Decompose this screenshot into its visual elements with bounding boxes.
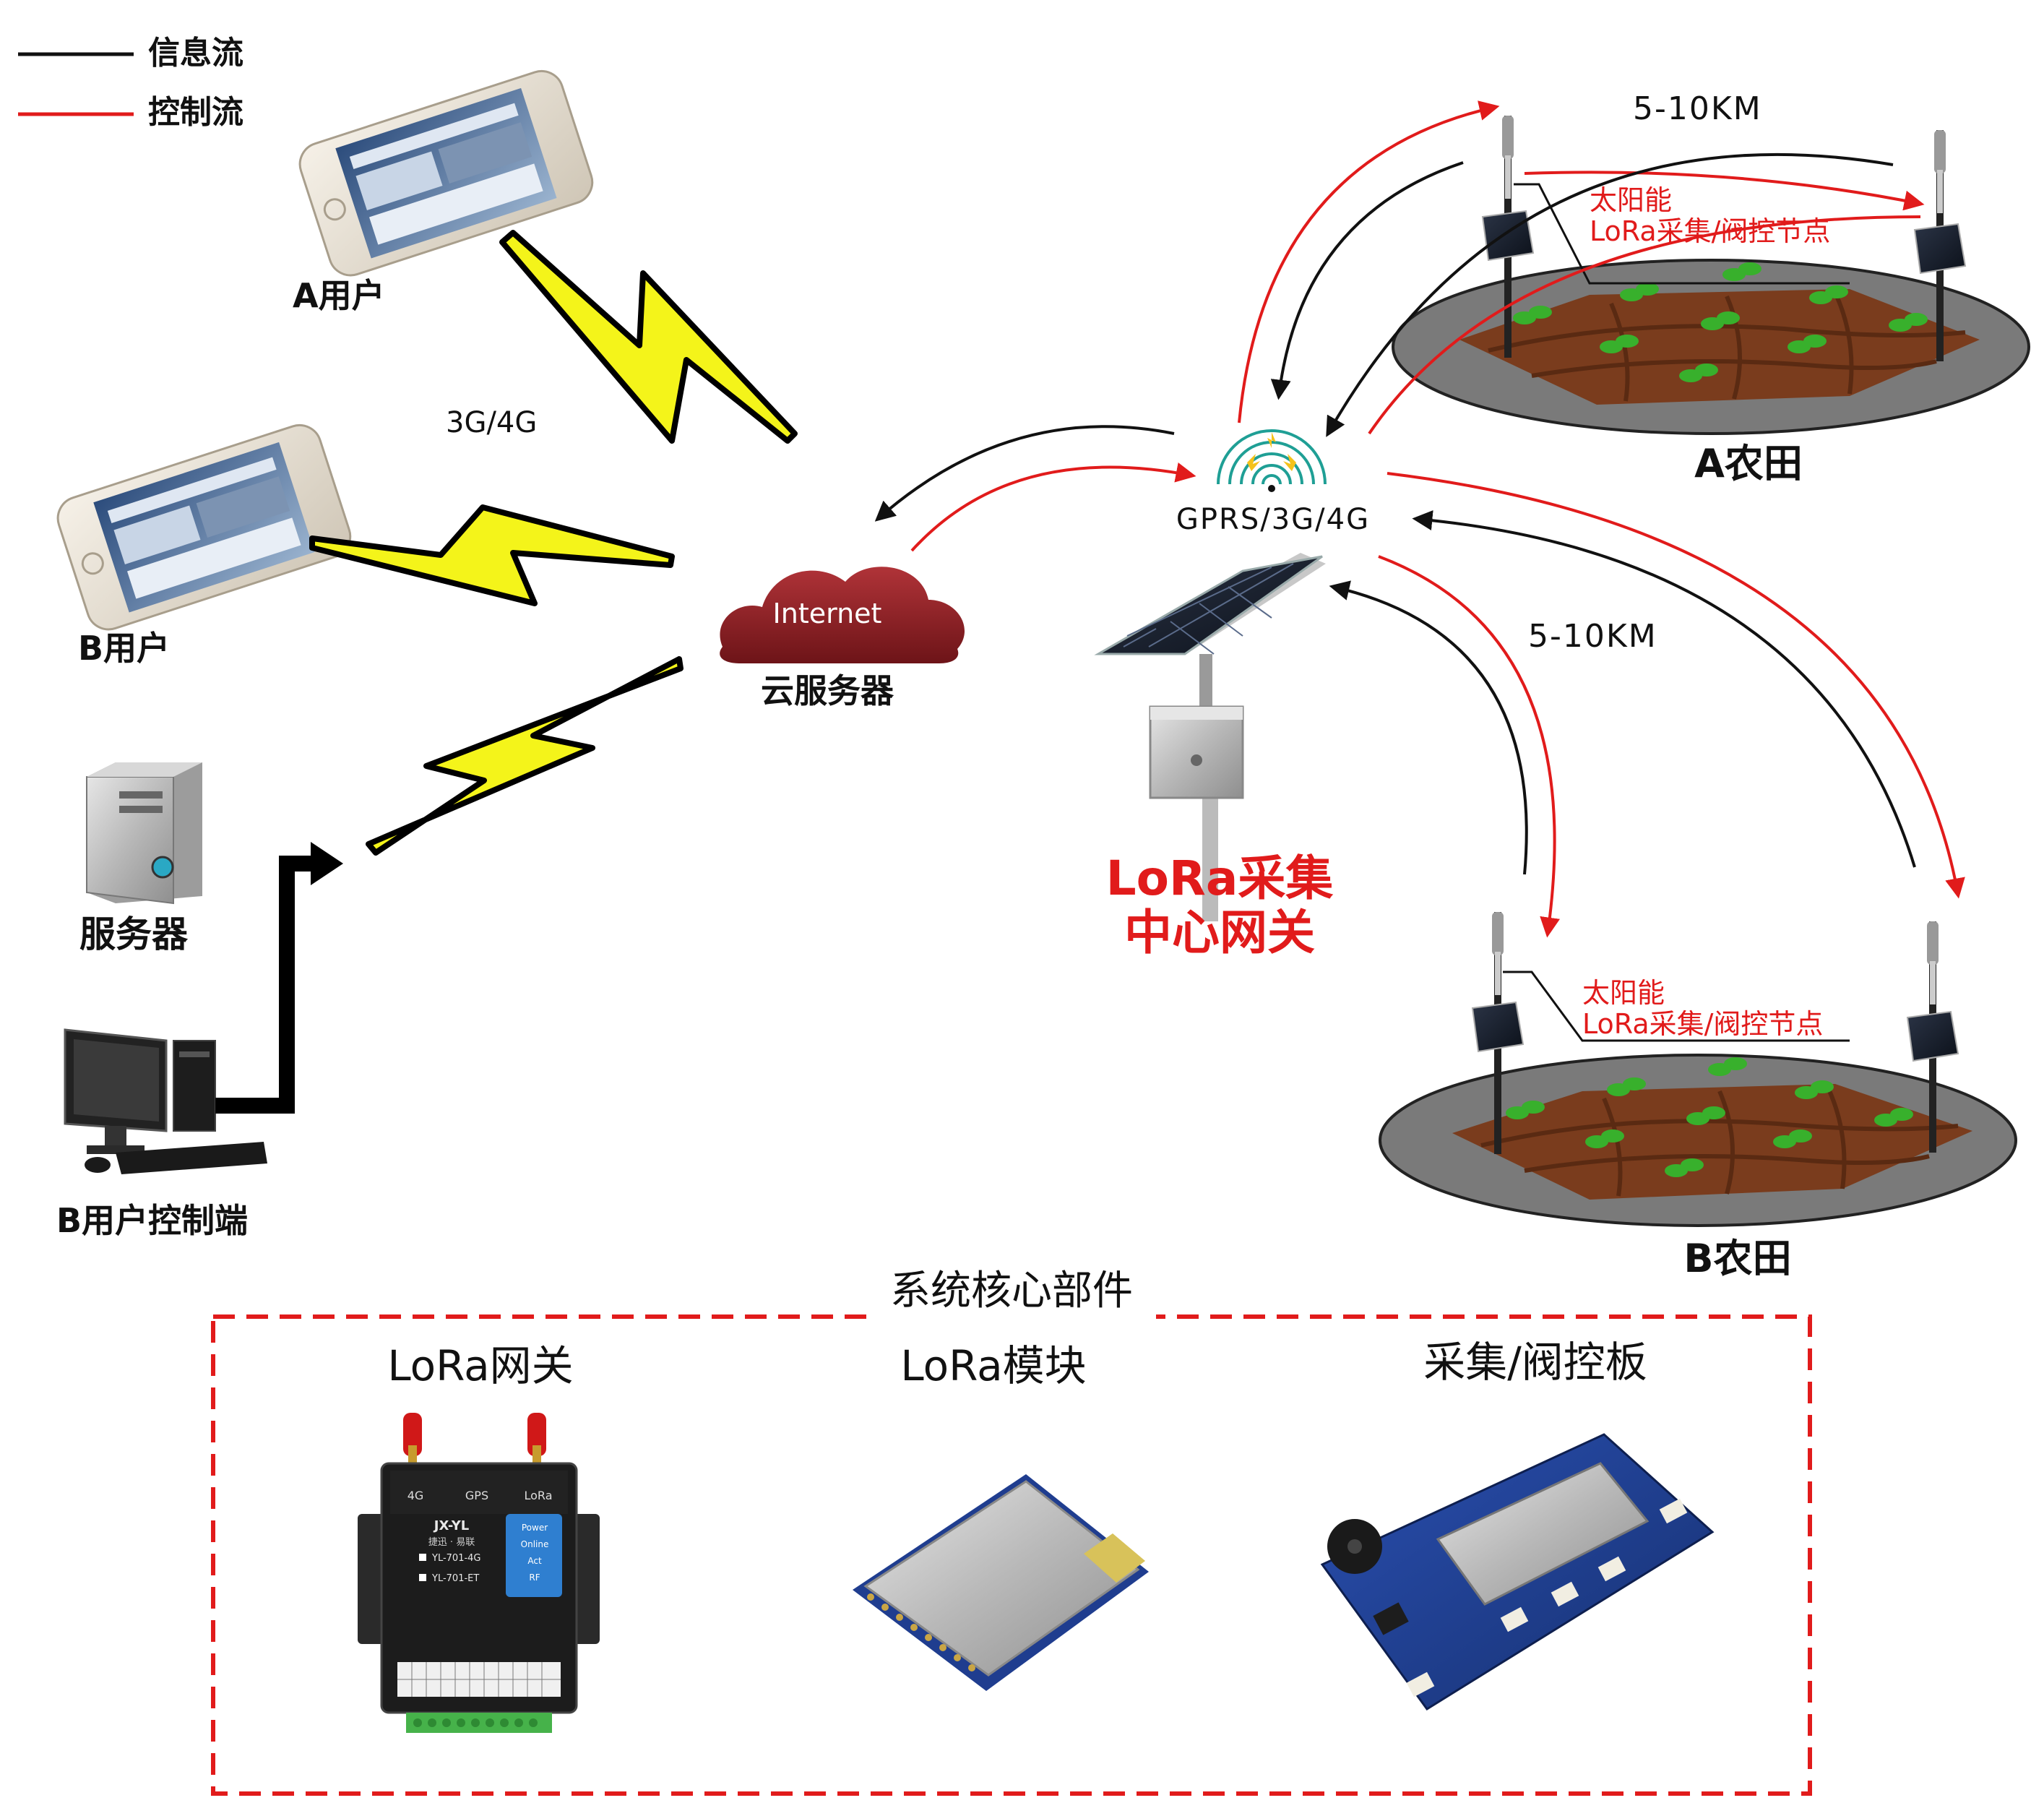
lora-gateway-device-icon: 4G GPS LoRa JX-YL 捷迅 · 易联 Power Online A… [358,1413,600,1733]
lora-module-label: LoRa模块 [900,1341,1086,1390]
device-brand: JX-YL [433,1518,469,1533]
node-b-label-line1: 太阳能 [1582,977,1665,1009]
console-uplink-arrowhead [311,842,343,885]
legend-info-label: 信息流 [148,35,243,72]
desktop-computer-icon [64,1028,267,1174]
distance-top-label: 5-10KM [1633,90,1762,127]
field-b-label: B农田 [1683,1236,1791,1281]
cloud-server-label: 云服务器 [761,671,894,710]
antenna-label-gps: GPS [465,1489,488,1502]
node-b-callout-line [1503,971,1850,1042]
solar-gateway-icon [1094,553,1326,921]
flow-gateway-to-node-a1 [1238,100,1500,423]
device-sub-brand: 捷迅 · 易联 [428,1537,475,1548]
field-a-icon [1392,259,2030,435]
node-b-label-line2: LoRa采集/阀控节点 [1582,1008,1823,1040]
model-label-et: YL-701-ET [431,1573,479,1584]
user-b-label: B用户 [78,629,170,668]
antenna-label-lora: LoRa [525,1489,553,1502]
led-online-label: Online [521,1539,549,1549]
server-icon [86,762,202,905]
field-b-icon [1379,1054,2017,1227]
server-label: 服务器 [79,913,189,955]
radio-signal-icon [1217,429,1327,492]
legend-control-label: 控制流 [148,94,243,131]
gateway-title-line2: 中心网关 [1124,905,1315,960]
flow-node-b1-to-gateway [1329,580,1528,875]
antenna-label-4g: 4G [407,1489,424,1502]
lora-gateway-label: LoRa网关 [387,1341,573,1390]
model-label-4g: YL-701-4G [431,1553,481,1564]
node-a-label-line1: 太阳能 [1590,184,1672,216]
flow-node-b2-to-gateway [1412,510,1916,868]
b-console-label: B用户控制端 [56,1201,248,1240]
console-uplink-arrow [215,856,322,1114]
flow-node-a1-to-gateway [1270,161,1464,400]
led-rf-label: RF [529,1572,540,1583]
flow-gateway-to-cloud [874,425,1175,522]
legend: 信息流 控制流 [18,35,243,131]
control-board-icon [1320,1433,1715,1711]
lightning-bolt-c-icon [366,656,684,856]
led-power-label: Power [522,1523,548,1533]
lightning-bolt-b-icon [309,504,675,606]
gateway-radio-label: GPRS/3G/4G [1176,503,1370,536]
distance-bottom-label: 5-10KM [1528,618,1657,655]
cloud-server-icon [720,567,965,663]
user-a-label: A用户 [293,276,385,315]
led-act-label: Act [527,1556,542,1566]
field-a-label: A农田 [1694,441,1803,486]
cloud-text: Internet [773,598,882,629]
lightning-bolt-a-icon [499,230,798,444]
flow-gateway-to-node-b1 [1378,555,1560,938]
smartphone-a-icon [298,69,594,277]
node-a-label-line2: LoRa采集/阀控节点 [1590,215,1830,247]
flow-gateway-to-node-a2 [1368,215,1921,435]
node-a-callout-line [1514,183,1850,285]
flow-cloud-to-gateway [910,462,1196,552]
smartphone-b-icon [56,423,352,631]
sensor-node-a2-icon [1913,130,1967,361]
acquisition-board-label: 采集/阀控板 [1423,1338,1647,1387]
flow-node-a2-to-gateway [1326,152,1894,437]
sensor-node-b2-icon [1906,921,1959,1153]
flow-node-a1-to-node-a2 [1524,171,1925,211]
sensor-node-b1-icon [1471,912,1525,1154]
gateway-title-line1: LoRa采集 [1106,851,1334,906]
mobile-network-label: 3G/4G [446,406,537,439]
flow-gateway-to-node-b2 [1387,472,1965,899]
lora-module-icon [853,1474,1149,1691]
core-components-title: 系统核心部件 [890,1268,1133,1314]
